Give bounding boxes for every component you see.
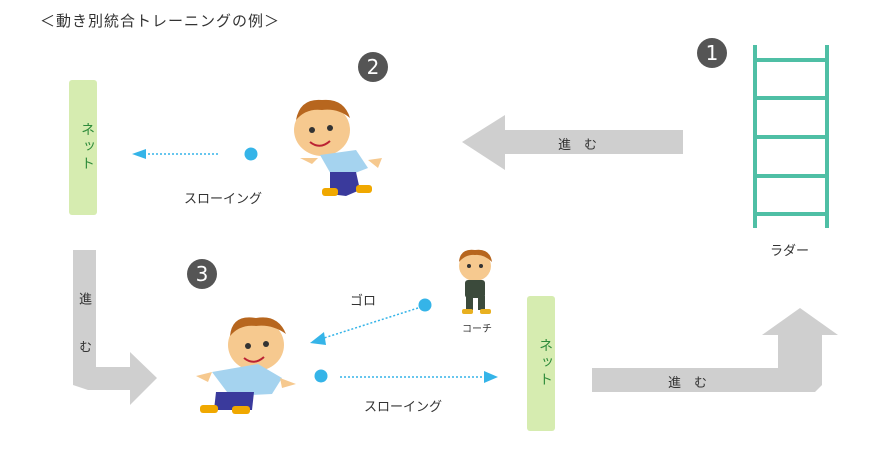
- throw-arrowhead-top: [132, 149, 146, 159]
- advance-label-bottom: 進 む: [668, 372, 707, 391]
- step-badge-1: 1: [697, 38, 727, 68]
- net-top-label: ネット: [69, 122, 97, 173]
- throwing-label-top: スローイング: [184, 188, 262, 207]
- grounder-line: [324, 308, 418, 338]
- ball-coach-icon: [419, 299, 432, 312]
- advance-label-left: 進 む: [74, 292, 93, 363]
- ball-bottom-icon: [315, 370, 328, 383]
- step-badge-2: 2: [358, 52, 388, 82]
- player-figure-2-icon: [294, 100, 382, 196]
- grounder-label: ゴロ: [350, 290, 376, 309]
- throwing-label-bottom: スローイング: [364, 396, 442, 415]
- ladder-label: ラダー: [770, 240, 809, 259]
- net-bottom: ネット: [527, 296, 555, 431]
- coach-label: コーチ: [462, 320, 492, 335]
- player-figure-3-icon: [196, 317, 296, 414]
- coach-figure-icon: [459, 250, 492, 314]
- step-badge-3: 3: [187, 259, 217, 289]
- net-bottom-label: ネット: [527, 338, 555, 389]
- advance-label-top: 進 む: [558, 134, 597, 153]
- net-top: ネット: [69, 80, 97, 215]
- grounder-arrowhead: [310, 332, 326, 345]
- advance-arrow-bottom: [592, 308, 838, 392]
- throw-arrowhead-bottom: [484, 371, 498, 383]
- ball-top-icon: [245, 148, 258, 161]
- ladder-icon: [755, 45, 827, 228]
